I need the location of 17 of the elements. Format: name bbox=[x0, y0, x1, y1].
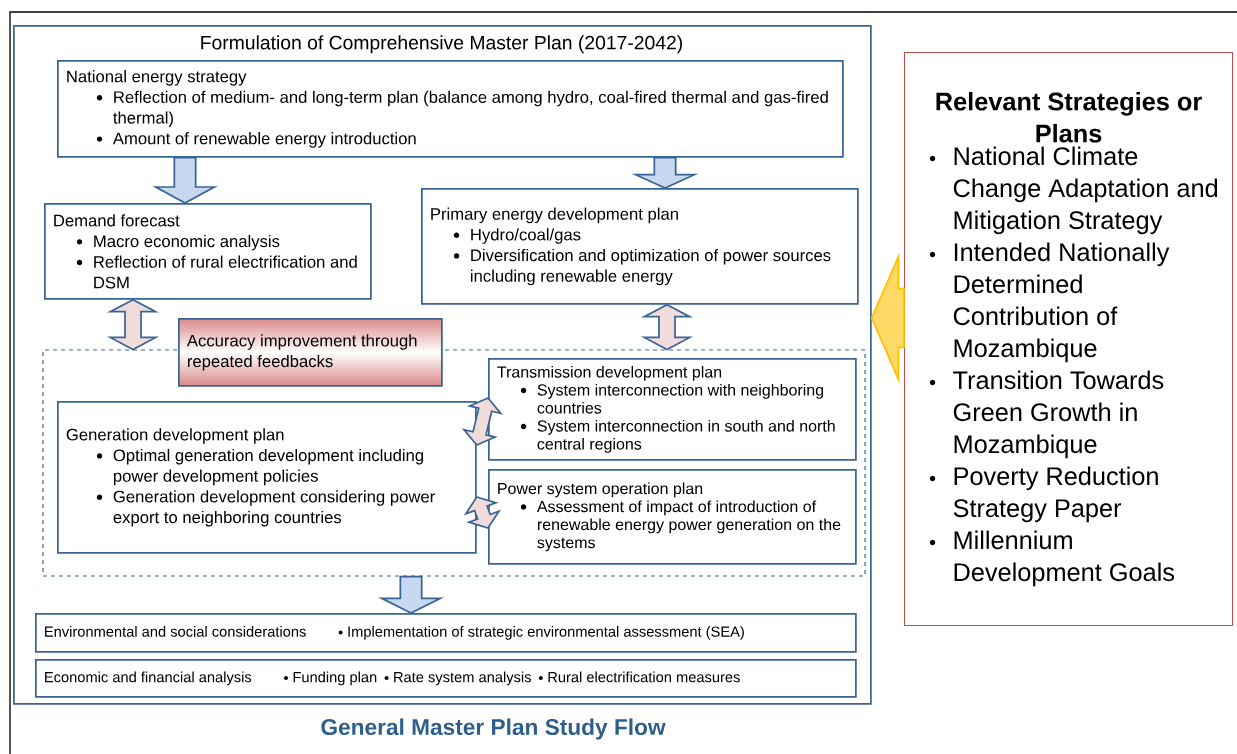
analysis-box: Economic and financial analysis Funding plan Rate system analysis Rural electrification measures bbox=[35, 659, 857, 698]
plan-box: National energy strategy Reflection of medium- and long-term plan (balance among hydro, coal-fired thermal and gas-fired thermal) Amount of renewable energy introduction bbox=[57, 60, 844, 158]
plan-box: Transmission development plan System interconnection with neighboring countries System interconnection in south and north central regions bbox=[488, 358, 857, 461]
plan-box: Demand forecast Macro economic analysis Reflection of rural electrification and DSM bbox=[44, 203, 372, 300]
block-arrow bbox=[640, 303, 694, 351]
plan-box: Power system operation plan Assessment of impact of introduction of renewable energy power generation on the systems bbox=[488, 469, 857, 565]
block-arrow bbox=[631, 156, 699, 189]
block-arrow bbox=[378, 575, 444, 614]
analysis-box: Environmental and social considerations Implementation of strategic environmental assessment (SEA) bbox=[35, 613, 857, 653]
caption: General Master Plan Study Flow bbox=[321, 718, 666, 740]
plan-box: Generation development plan Optimal generation development including power development policies Generation development considering power export to neighboring countries bbox=[57, 401, 477, 554]
strategies-box: Relevant Strategies or Plans National Climate Change Adaptation and Mitigation Strategy Intended Nationally Determined Contribution of Mozambique Transition Towards Green Growth in Mozambique Poverty Reduction Strategy Paper Millennium Development Goals bbox=[904, 52, 1234, 627]
block-arrow bbox=[870, 252, 905, 384]
feedback-box: Accuracy improvement through repeated feedbacks bbox=[178, 318, 443, 387]
block-arrow bbox=[106, 298, 160, 351]
plan-box: Primary energy development plan Hydro/coal/gas Diversification and optimization of power sources including renewable energy bbox=[421, 188, 859, 305]
block-arrow bbox=[152, 156, 218, 204]
